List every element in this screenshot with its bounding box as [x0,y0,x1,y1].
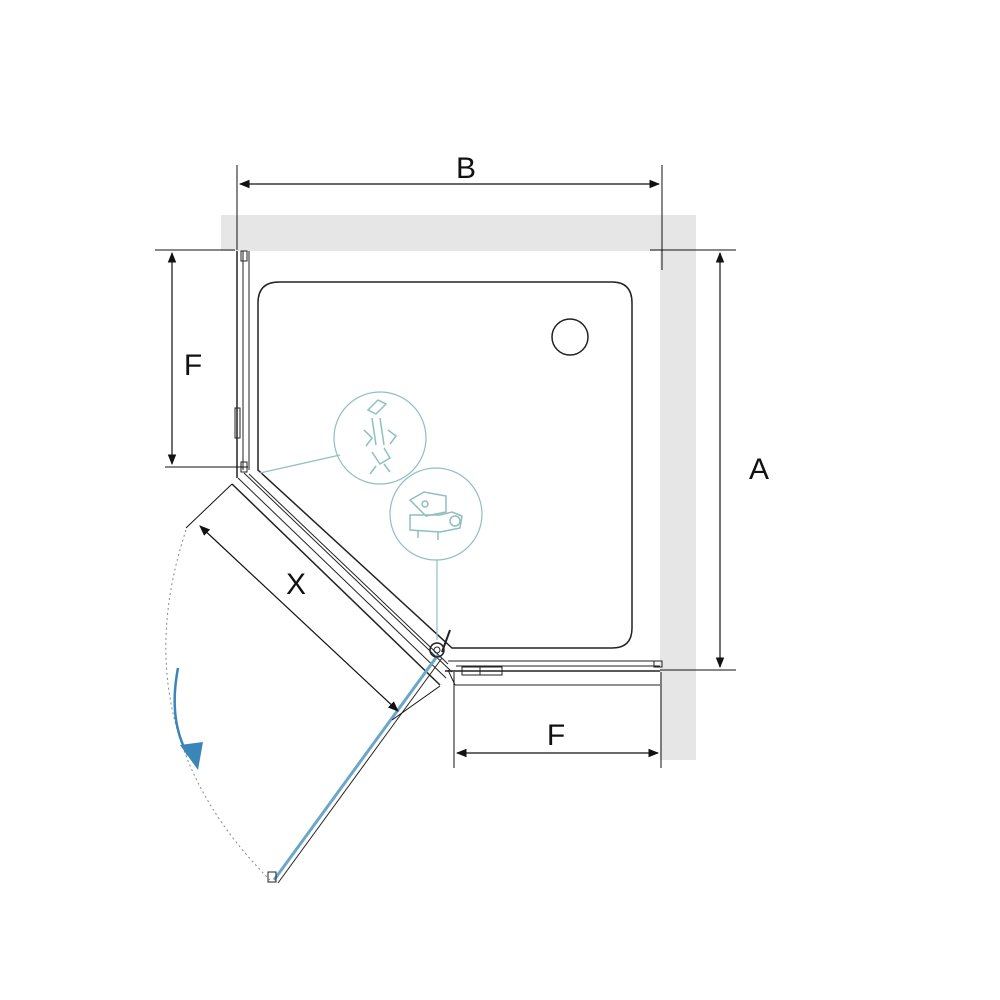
drain-icon [551,318,589,356]
fixed-panel-left [234,250,250,478]
dimension-label-side-left: F [184,349,202,382]
dimension-label-width: B [456,152,476,185]
door-swing-arc [165,529,271,881]
walls [221,215,696,760]
shower-tray [257,281,633,649]
dimension-label-depth: A [749,453,769,486]
fixed-panel-bottom [445,660,663,686]
door-hinge [429,642,445,658]
dimension-label-door: X [286,568,306,601]
dimension-width [236,165,663,270]
detail-callouts [259,391,483,640]
hinge-profile-drawing [363,399,398,475]
door-closed [231,472,453,686]
dimension-depth [650,249,736,671]
open-door-glass [272,654,440,881]
door-handle-detail-icon [389,467,483,561]
back-wall [221,215,696,251]
dimension-door [185,483,441,721]
dimension-side-left [155,249,248,468]
dimension-label-side-bottom: F [547,719,565,752]
dimension-side-bottom [453,672,662,768]
door-open [165,529,451,884]
tray-outline [257,281,633,649]
door-swing-arrow-icon [173,667,190,756]
door-handle-drawing [408,491,463,540]
right-wall [660,215,696,760]
hinge-profile-detail-icon [333,391,427,485]
